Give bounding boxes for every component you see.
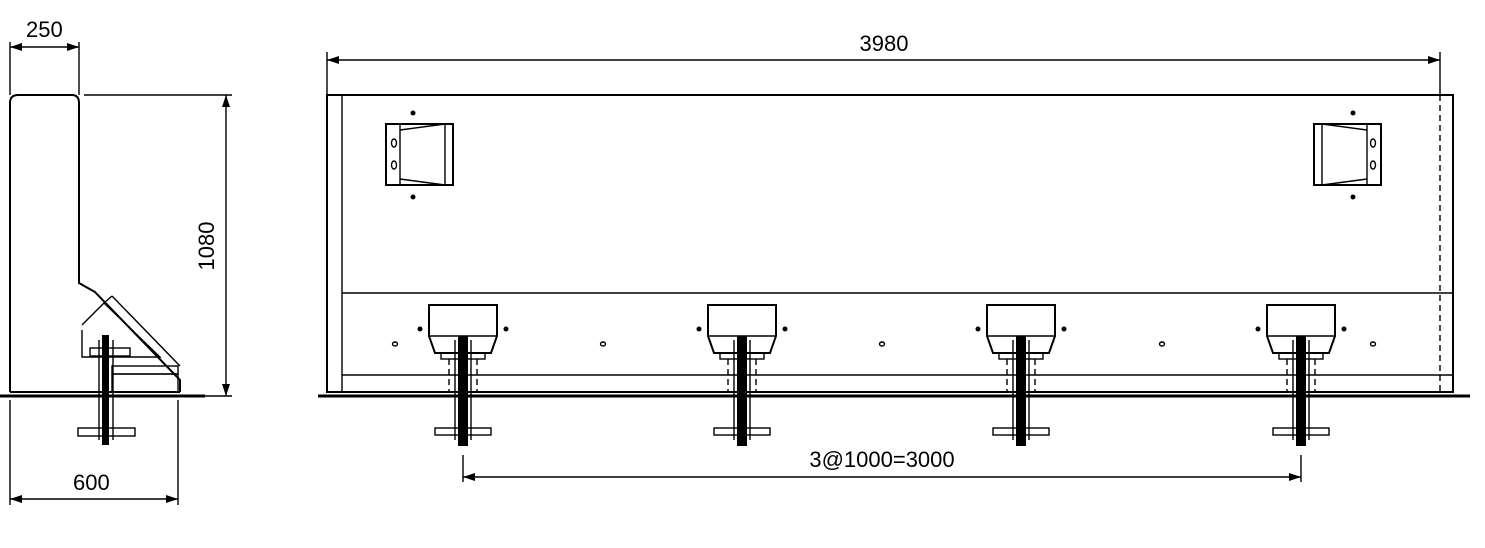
- anchor-assembly-1: [417, 304, 509, 446]
- dim-1080-label: 1080: [194, 222, 219, 271]
- dim-3980-label: 3980: [860, 31, 909, 56]
- dim-600: 600: [9, 400, 179, 505]
- upper-bracket-right: [1313, 110, 1382, 200]
- front-wall-outline: [326, 94, 1454, 393]
- dim-anchor-spacing-label: 3@1000=3000: [809, 447, 954, 472]
- lower-band-holes: [391, 341, 1377, 347]
- front-view: 3980: [318, 31, 1470, 482]
- side-bracket: [81, 302, 162, 358]
- side-body-outline: [9, 94, 181, 392]
- anchor-assembly-4: [1255, 304, 1347, 446]
- upper-bracket-left: [385, 110, 454, 200]
- dim-250: 250: [9, 17, 80, 95]
- anchor-assembly-2: [696, 304, 788, 446]
- dim-600-label: 600: [73, 470, 110, 495]
- anchor-assembly-3: [975, 304, 1067, 446]
- dim-250-label: 250: [26, 17, 63, 42]
- side-view: 250 1080: [0, 17, 232, 505]
- dim-anchor-spacing: 3@1000=3000: [462, 447, 1302, 482]
- dim-3980: 3980: [326, 31, 1441, 95]
- dim-1080: 1080: [84, 94, 232, 397]
- side-anchor-bolt: [77, 335, 136, 445]
